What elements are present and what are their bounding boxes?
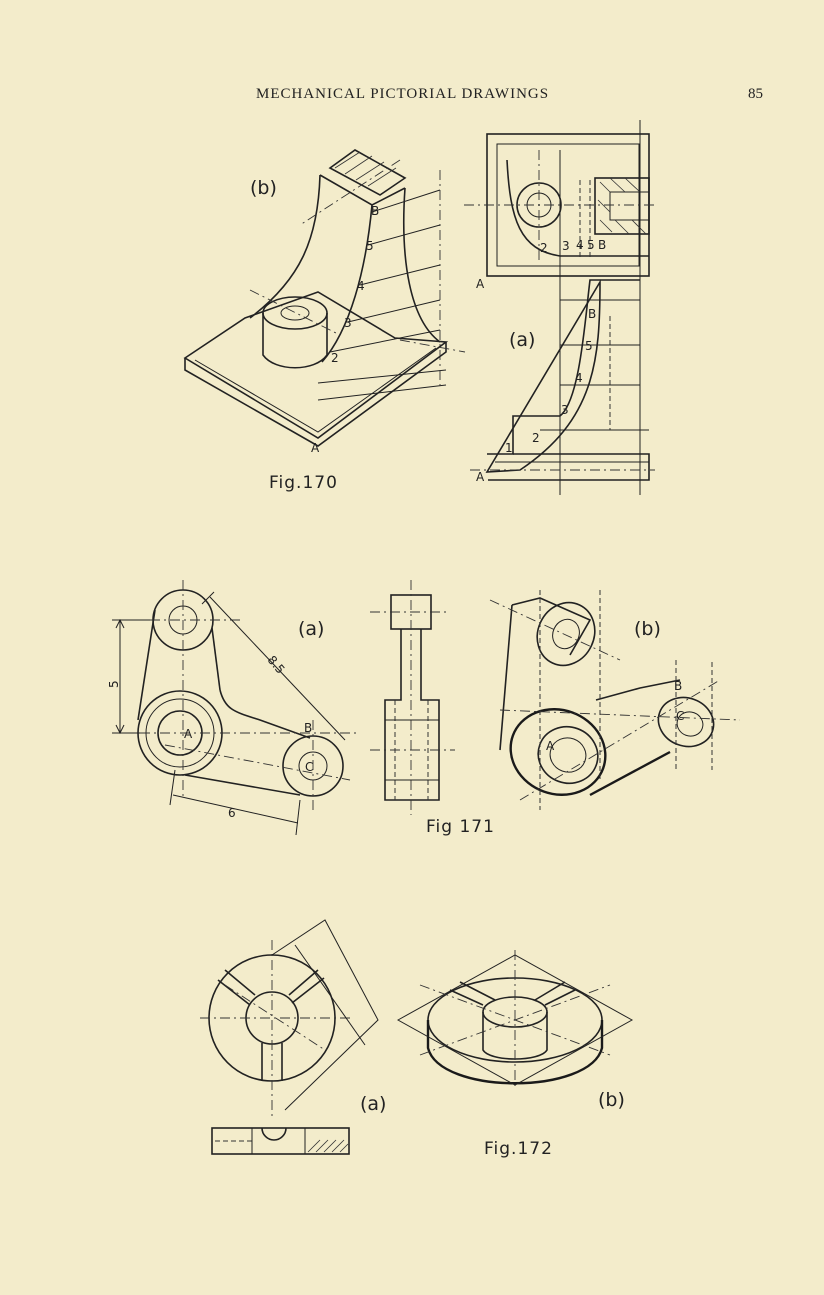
fig170-point-4: 4	[357, 279, 365, 293]
fig172-label-b: (b)	[598, 1089, 625, 1111]
fig170-point-b: B	[371, 204, 379, 218]
fig170-plan-5: 5	[587, 238, 595, 252]
running-title: MECHANICAL PICTORIAL DRAWINGS	[256, 86, 550, 102]
fig171-point-c: C	[305, 760, 313, 774]
fig171-iso-c: C	[676, 709, 684, 723]
fig170-isometric-view: (b) B 5 4 3 2 A	[183, 149, 466, 455]
fig170-point-5: 5	[366, 239, 374, 253]
fig171-side-view	[370, 580, 455, 815]
fig172-caption: Fig.172	[484, 1139, 553, 1159]
fig172-isometric-view: (b)	[396, 950, 634, 1111]
fig171-label-a: (a)	[298, 618, 324, 640]
fig170-label-a: (a)	[509, 329, 535, 351]
fig170-point-a: A	[311, 441, 320, 455]
fig171-dim-6: 6	[228, 806, 236, 820]
fig171-iso-a: A	[546, 739, 555, 753]
fig171-isometric-view: (b) A B C	[489, 590, 741, 810]
fig170-elev-2: 2	[532, 431, 540, 445]
page-header: MECHANICAL PICTORIAL DRAWINGS 85	[0, 86, 824, 110]
fig170-elev-4: 4	[575, 371, 583, 385]
fig170-elev-5: 5	[585, 339, 593, 353]
fig170-point-2: 2	[331, 351, 339, 365]
fig171-point-a: A	[184, 727, 193, 741]
fig170-elev-b: B	[588, 307, 596, 321]
fig170-caption: Fig.170	[269, 473, 338, 493]
fig172-label-a: (a)	[360, 1093, 386, 1115]
fig171-point-b: B	[304, 721, 312, 735]
fig170-plan-b: B	[598, 238, 606, 252]
fig170-plan-3: 3	[562, 239, 570, 253]
fig170-plan-2: 2	[540, 241, 548, 255]
fig171-plan-view: (a) 5 6 8.5 A B C	[107, 580, 360, 836]
fig171-label-b: (b)	[634, 618, 661, 640]
fig171-dim-8-5: 8.5	[265, 653, 288, 677]
fig170-orthographic-views: (a) A 2 3 4 5 B B 5 4 3 2 1 A	[464, 120, 655, 495]
fig171-dim-5: 5	[107, 680, 121, 688]
fig172-plan-view: (a)	[200, 919, 386, 1155]
fig170-elev-3: 3	[561, 403, 569, 417]
fig171-caption: Fig 171	[426, 817, 495, 837]
page-number: 85	[748, 86, 763, 102]
fig170-point-3: 3	[344, 316, 352, 330]
fig170-label-b: (b)	[250, 177, 277, 199]
fig171-iso-b: B	[674, 679, 682, 693]
fig170-elev-1: 1	[505, 441, 513, 455]
fig170-plan-a: A	[476, 277, 485, 291]
fig170-plan-4: 4	[576, 238, 584, 252]
fig170-elev-a: A	[476, 470, 485, 484]
